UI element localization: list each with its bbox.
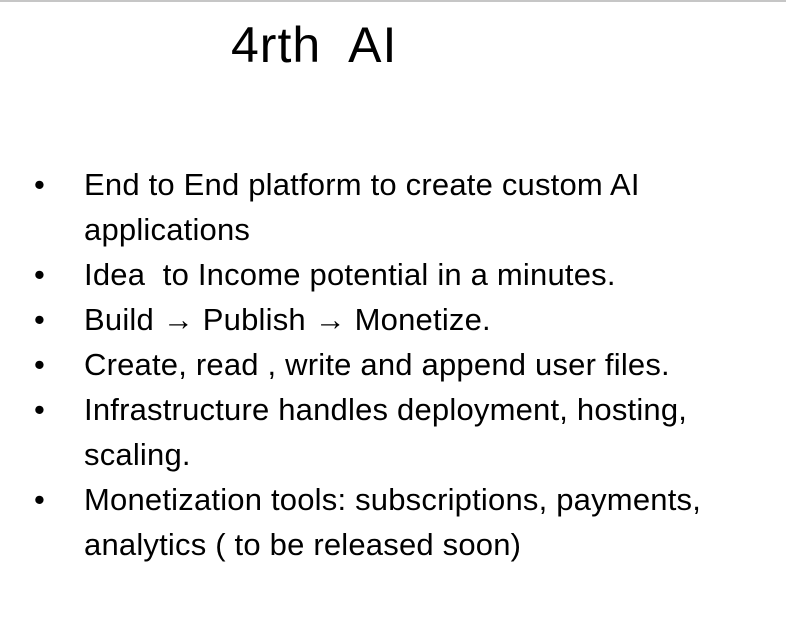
bullet-text: Monetization tools: subscriptions, payme… <box>84 482 710 562</box>
bullet-text: Build → Publish → Monetize. <box>84 302 491 337</box>
bullet-text: Infrastructure handles deployment, hosti… <box>84 392 696 472</box>
bullet-marker-icon: • <box>34 167 46 202</box>
bullet-item: • Monetization tools: subscriptions, pay… <box>0 477 756 567</box>
bullet-text: End to End platform to create custom AI … <box>84 167 649 247</box>
bullet-text: Idea to Income potential in a minutes. <box>84 257 616 292</box>
bullet-marker-icon: • <box>34 302 46 337</box>
slide-top-border <box>0 0 786 2</box>
bullet-marker-icon: • <box>34 257 46 292</box>
bullet-marker-icon: • <box>34 347 46 382</box>
bullet-marker-icon: • <box>34 392 46 427</box>
bullet-item: • Idea to Income potential in a minutes. <box>0 252 756 297</box>
bullet-marker-icon: • <box>34 482 46 517</box>
slide-title: 4rth AI <box>231 17 398 73</box>
bullet-item: • End to End platform to create custom A… <box>0 162 756 252</box>
bullet-text: Create, read , write and append user fil… <box>84 347 670 382</box>
bullet-item: • Infrastructure handles deployment, hos… <box>0 387 756 477</box>
bullet-list: • End to End platform to create custom A… <box>0 162 756 567</box>
bullet-item: • Create, read , write and append user f… <box>0 342 756 387</box>
bullet-item: • Build → Publish → Monetize. <box>0 297 756 342</box>
